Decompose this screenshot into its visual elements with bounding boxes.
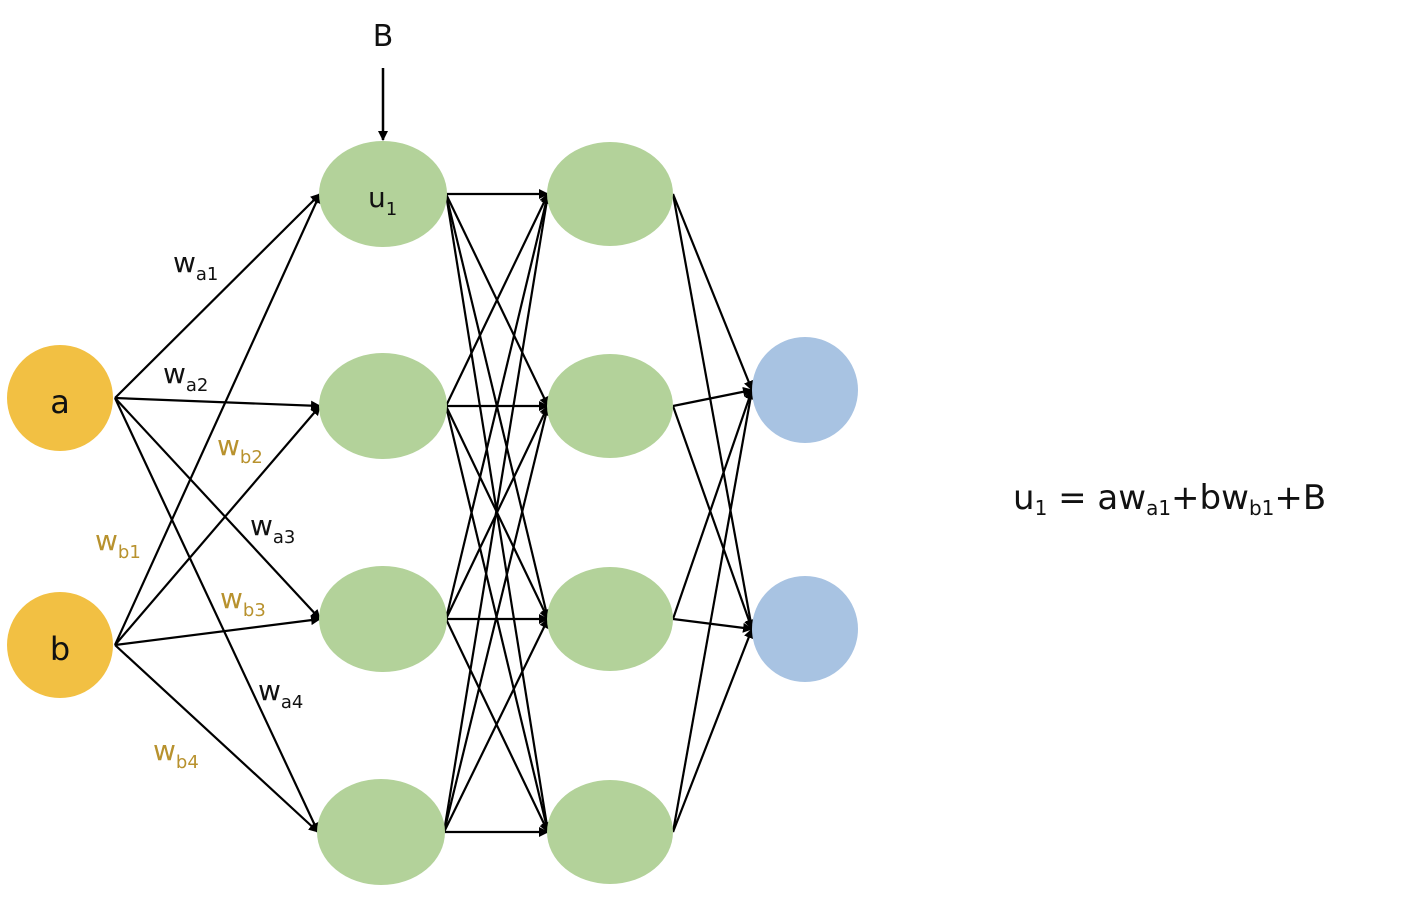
input-b-label: b — [50, 630, 70, 668]
edge-hidden2-2-output-1 — [672, 386, 753, 408]
edge-hidden1-3-hidden2-1 — [444, 193, 551, 620]
connections — [113, 189, 756, 837]
wa2-sub: a2 — [186, 375, 208, 396]
wb3-base: w — [220, 582, 243, 615]
edge-input1-hidden1-4 — [114, 397, 319, 833]
wa4-base: w — [258, 674, 281, 707]
edge-hidden1-4-hidden2-3 — [443, 618, 549, 833]
wb2-base: w — [217, 429, 240, 462]
wb2-sub: b2 — [240, 447, 263, 468]
eq-plus2: + — [1274, 478, 1303, 518]
hidden2-node-1 — [547, 142, 673, 246]
wa1-sub: a1 — [196, 264, 218, 285]
edge-hidden2-3-output-1 — [671, 389, 754, 620]
weight-label-wb3: wb3 — [220, 582, 266, 621]
hidden1-node-1 — [319, 141, 447, 247]
eq-equals: = — [1047, 478, 1098, 518]
weight-label-wb1: wb1 — [95, 524, 141, 563]
edge-hidden2-1-output-2 — [671, 193, 756, 630]
edge-input2-hidden1-2 — [114, 405, 321, 646]
hidden2-node-3 — [547, 567, 673, 671]
wa3-base: w — [250, 509, 273, 542]
wa4-sub: a4 — [281, 692, 303, 713]
hidden1-node-2 — [319, 353, 447, 459]
u1-base: u — [368, 181, 386, 214]
edge-hidden1-2-hidden2-1 — [445, 193, 549, 407]
eq-term1-sub: a1 — [1146, 496, 1172, 520]
edge-input2-hidden1-4 — [114, 644, 319, 833]
weight-label-wa3: wa3 — [250, 509, 295, 548]
weight-label-wb2: wb2 — [217, 429, 263, 468]
eq-term3: B — [1302, 478, 1327, 518]
edge-hidden2-1-output-1 — [671, 193, 754, 391]
input-node-a — [7, 345, 113, 451]
output-node-1 — [752, 337, 858, 443]
hidden2-node-2 — [547, 354, 673, 458]
hidden1-node-3 — [319, 566, 447, 672]
eq-lhs: u — [1013, 478, 1035, 518]
weight-label-wa4: wa4 — [258, 674, 303, 713]
u1-label: u1 — [368, 181, 397, 220]
hidden1-node-4 — [317, 779, 445, 885]
u1-equation: u1 = awa1+bwb1+B — [1013, 478, 1326, 520]
hidden2-node-4 — [547, 780, 673, 884]
wb1-base: w — [95, 524, 118, 557]
eq-term2: bw — [1199, 478, 1249, 518]
eq-lhs-sub: 1 — [1034, 496, 1048, 520]
edge-input2-hidden1-3 — [114, 615, 321, 647]
wa2-base: w — [163, 357, 186, 390]
edge-hidden1-4-hidden2-2 — [442, 405, 551, 833]
edge-hidden2-4-output-2 — [671, 628, 754, 833]
edge-input2-hidden1-1 — [113, 193, 322, 646]
weight-label-wa2: wa2 — [163, 357, 208, 396]
weight-label-wa1: wa1 — [173, 246, 218, 285]
wb4-base: w — [153, 734, 176, 767]
input-a-label: a — [50, 383, 70, 421]
weight-label-wb4: wb4 — [153, 734, 199, 773]
edge-hidden2-2-output-2 — [671, 405, 754, 630]
u1-sub: 1 — [386, 199, 397, 220]
wa1-base: w — [173, 246, 196, 279]
edge-input1-hidden1-3 — [114, 397, 321, 620]
output-node-2 — [752, 576, 858, 682]
edge-input1-hidden1-1 — [114, 193, 321, 399]
wb3-sub: b3 — [243, 600, 266, 621]
eq-plus1: + — [1171, 478, 1200, 518]
edge-input1-hidden1-2 — [114, 396, 321, 411]
wa3-sub: a3 — [273, 527, 295, 548]
eq-term2-sub: b1 — [1248, 496, 1275, 520]
edge-hidden2-4-output-1 — [671, 389, 756, 833]
eq-term1: aw — [1097, 478, 1147, 518]
input-node-b — [7, 592, 113, 698]
wb1-sub: b1 — [118, 542, 141, 563]
nodes — [7, 141, 858, 885]
bias-label: B — [373, 19, 394, 54]
wb4-sub: b4 — [176, 752, 199, 773]
edge-hidden2-3-output-2 — [672, 617, 753, 633]
edge-hidden1-4-hidden2-1 — [442, 193, 552, 833]
